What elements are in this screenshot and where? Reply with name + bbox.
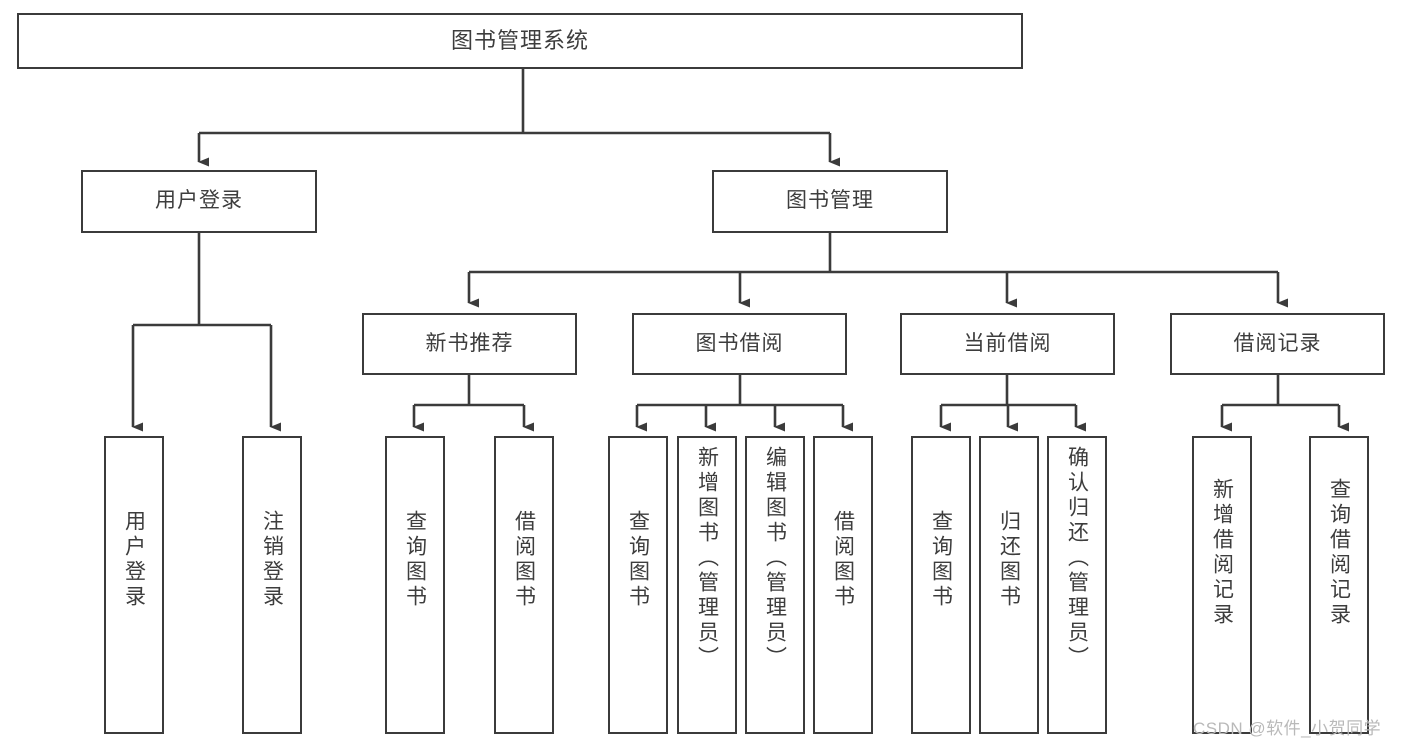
leaf-book-borrow-borrow-book[interactable]: 借阅图书 [813,436,873,734]
leaf-new-book-borrow-book[interactable]: 借阅图书 [494,436,554,734]
node-label: 查询图书 [403,510,427,610]
node-book-borrow[interactable]: 图书借阅 [632,313,847,375]
node-label: 借阅记录 [1233,331,1322,355]
node-label: 编辑图书（管理员） [763,446,787,671]
node-label: 当前借阅 [963,331,1052,355]
leaf-new-book-query-book[interactable]: 查询图书 [385,436,445,734]
leaf-book-borrow-query-book[interactable]: 查询图书 [608,436,668,734]
node-label: 用户登录 [122,510,146,610]
node-label: 借阅图书 [831,510,855,610]
node-label: 查询图书 [929,510,953,610]
node-label: 图书管理系统 [450,28,589,54]
leaf-book-borrow-add-book-admin[interactable]: 新增图书（管理员） [677,436,737,734]
node-user-login[interactable]: 用户登录 [81,170,317,233]
node-new-book-recommend[interactable]: 新书推荐 [362,313,577,375]
node-label: 图书管理 [786,189,874,213]
node-label: 确认归还（管理员） [1065,446,1089,671]
node-label: 借阅图书 [512,510,536,610]
node-borrow-record[interactable]: 借阅记录 [1170,313,1385,375]
leaf-current-borrow-return-book[interactable]: 归还图书 [979,436,1039,734]
leaf-user-login-login[interactable]: 用户登录 [104,436,164,734]
leaf-current-borrow-query-book[interactable]: 查询图书 [911,436,971,734]
node-label: 归还图书 [997,510,1021,610]
node-label: 查询图书 [626,510,650,610]
csdn-watermark: CSDN @软件_小贺同学 [1193,719,1382,738]
node-current-borrow[interactable]: 当前借阅 [900,313,1115,375]
node-label: 图书借阅 [695,331,784,355]
leaf-user-login-logout[interactable]: 注销登录 [242,436,302,734]
node-label: 注销登录 [260,510,284,610]
leaf-book-borrow-edit-book-admin[interactable]: 编辑图书（管理员） [745,436,805,734]
node-label: 用户登录 [155,189,243,213]
node-label: 新增图书（管理员） [695,446,719,671]
node-label: 查询借阅记录 [1327,478,1351,628]
node-book-management-system[interactable]: 图书管理系统 [17,13,1023,69]
leaf-borrow-record-query-record[interactable]: 查询借阅记录 [1309,436,1369,734]
node-label: 新书推荐 [425,331,514,355]
node-book-management[interactable]: 图书管理 [712,170,948,233]
node-label: 新增借阅记录 [1210,478,1234,628]
leaf-borrow-record-add-record[interactable]: 新增借阅记录 [1192,436,1252,734]
leaf-current-borrow-confirm-return-admin[interactable]: 确认归还（管理员） [1047,436,1107,734]
